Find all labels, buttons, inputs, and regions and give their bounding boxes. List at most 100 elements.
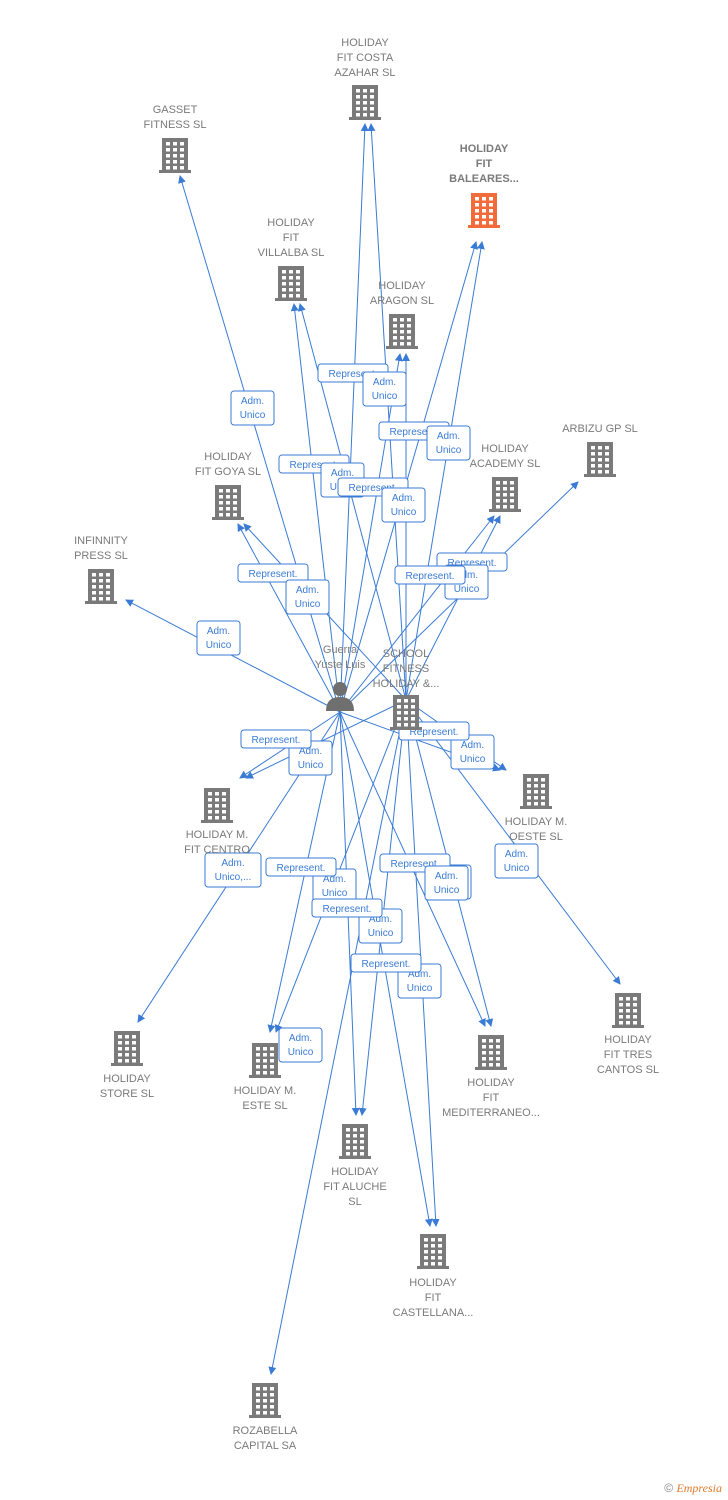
node-arbizu[interactable]: ARBIZU GP SL <box>562 423 638 477</box>
building-icon[interactable] <box>111 1031 143 1066</box>
building-icon-highlighted[interactable] <box>468 193 500 228</box>
edge-label: Adm.Unico <box>285 579 330 615</box>
edge-label-text: Represent. <box>329 369 378 380</box>
edge-label-text: Unico <box>322 888 348 899</box>
node-label: HOLIDAY <box>267 217 315 229</box>
node-label: ARAGON SL <box>370 295 434 307</box>
edge-label-box <box>240 729 312 749</box>
edge-label-text: Adm. <box>461 740 484 751</box>
edge-label-box <box>230 390 275 426</box>
edge-label-text: Represent. <box>391 859 440 870</box>
edge-label-text: Represent. <box>249 569 298 580</box>
node-label: AZAHAR SL <box>334 67 395 79</box>
edge-school-to-rozabella <box>268 699 407 1375</box>
node-oeste[interactable]: HOLIDAY M.OESTE SL <box>505 774 568 843</box>
node-label: ROZABELLA <box>233 1425 298 1437</box>
building-icon[interactable] <box>349 85 381 120</box>
edge-label: Adm.Unico <box>494 843 539 879</box>
building-icon[interactable] <box>249 1383 281 1418</box>
edge-label-text: Adm. <box>296 585 319 596</box>
edge-labels-layer: Adm.UnicoRepresent.Adm.UnicoRepresent.Ad… <box>196 363 539 1063</box>
node-castellana[interactable]: HOLIDAYFITCASTELLANA... <box>393 1234 474 1319</box>
edge-person-to-costa <box>339 123 369 713</box>
node-label: HOLIDAY M. <box>186 829 249 841</box>
edge-label-text: Represent. <box>362 959 411 970</box>
building-icon[interactable] <box>390 695 422 730</box>
node-label: OESTE SL <box>509 831 563 843</box>
edge-person-to-baleares <box>339 241 478 713</box>
building-icon[interactable] <box>85 569 117 604</box>
node-label: FIT <box>283 232 300 244</box>
node-label: FIT <box>483 1092 500 1104</box>
edge-label-text: Unico <box>454 584 480 595</box>
building-icon[interactable] <box>475 1035 507 1070</box>
building-icon[interactable] <box>249 1043 281 1078</box>
building-icon[interactable] <box>159 138 191 173</box>
edge-label-text: Adm. <box>323 874 346 885</box>
node-label: FIT ALUCHE <box>323 1181 386 1193</box>
building-icon[interactable] <box>386 314 418 349</box>
edge-school-to-academy <box>405 515 501 701</box>
node-label: GASSET <box>153 104 198 116</box>
edge-label-text: Unico <box>407 983 433 994</box>
building-icon[interactable] <box>212 485 244 520</box>
node-label: HOLIDAY M. <box>234 1085 297 1097</box>
building-icon[interactable] <box>489 477 521 512</box>
edge-label-text: Unico <box>372 391 398 402</box>
edge-label-text: Unico <box>436 445 462 456</box>
node-aragon[interactable]: HOLIDAY ARAGON SL <box>370 280 434 349</box>
node-label: HOLIDAY <box>341 37 389 49</box>
edge-label-text: Represent. <box>448 558 497 569</box>
node-label: SCHOOL <box>383 648 429 660</box>
edge-school-to-aluche <box>358 699 407 1116</box>
person-icon[interactable] <box>326 682 354 711</box>
node-label: HOLIDAY <box>204 451 252 463</box>
edge-label: Adm.Unico <box>426 425 471 461</box>
building-icon[interactable] <box>201 788 233 823</box>
edge-label-text: Adm. <box>207 626 230 637</box>
edge-label-text: Adm. <box>221 858 244 869</box>
edge-label-text: Unico <box>240 410 266 421</box>
node-label: HOLIDAY <box>378 280 426 292</box>
node-label: ARBIZU GP SL <box>562 423 638 435</box>
edge-person-to-goya <box>237 523 341 713</box>
edge-label-box <box>237 563 309 583</box>
node-label: CASTELLANA... <box>393 1307 474 1319</box>
edge-label-box <box>381 487 426 523</box>
edge-label-box <box>265 857 337 877</box>
building-icon[interactable] <box>612 993 644 1028</box>
edge-label-text: Adm. <box>408 969 431 980</box>
node-label: HOLIDAY <box>604 1034 652 1046</box>
node-mediterraneo[interactable]: HOLIDAYFITMEDITERRANEO... <box>442 1035 540 1119</box>
edge-label-box <box>285 579 330 615</box>
edge-label-box <box>311 898 383 918</box>
building-icon[interactable] <box>584 442 616 477</box>
building-icon[interactable] <box>275 266 307 301</box>
building-icon[interactable] <box>339 1124 371 1159</box>
edge-label: Adm.Unico <box>381 487 426 523</box>
edge-label: Adm.Unico <box>196 620 241 656</box>
edge-label: Adm.Unico,... <box>204 852 262 888</box>
node-centro[interactable]: HOLIDAY M.FIT CENTRO <box>184 788 250 856</box>
node-baleares[interactable]: HOLIDAYFITBALEARES... <box>449 143 519 228</box>
edge-person-to-aragon <box>339 353 403 713</box>
building-icon[interactable] <box>520 774 552 809</box>
building-icon[interactable] <box>417 1234 449 1269</box>
edge-label-text: Adm. <box>299 746 322 757</box>
node-este[interactable]: HOLIDAY M.ESTE SL <box>234 1043 297 1112</box>
node-label: INFINNITY <box>74 535 128 547</box>
edge-label-text: Adm. <box>505 849 528 860</box>
